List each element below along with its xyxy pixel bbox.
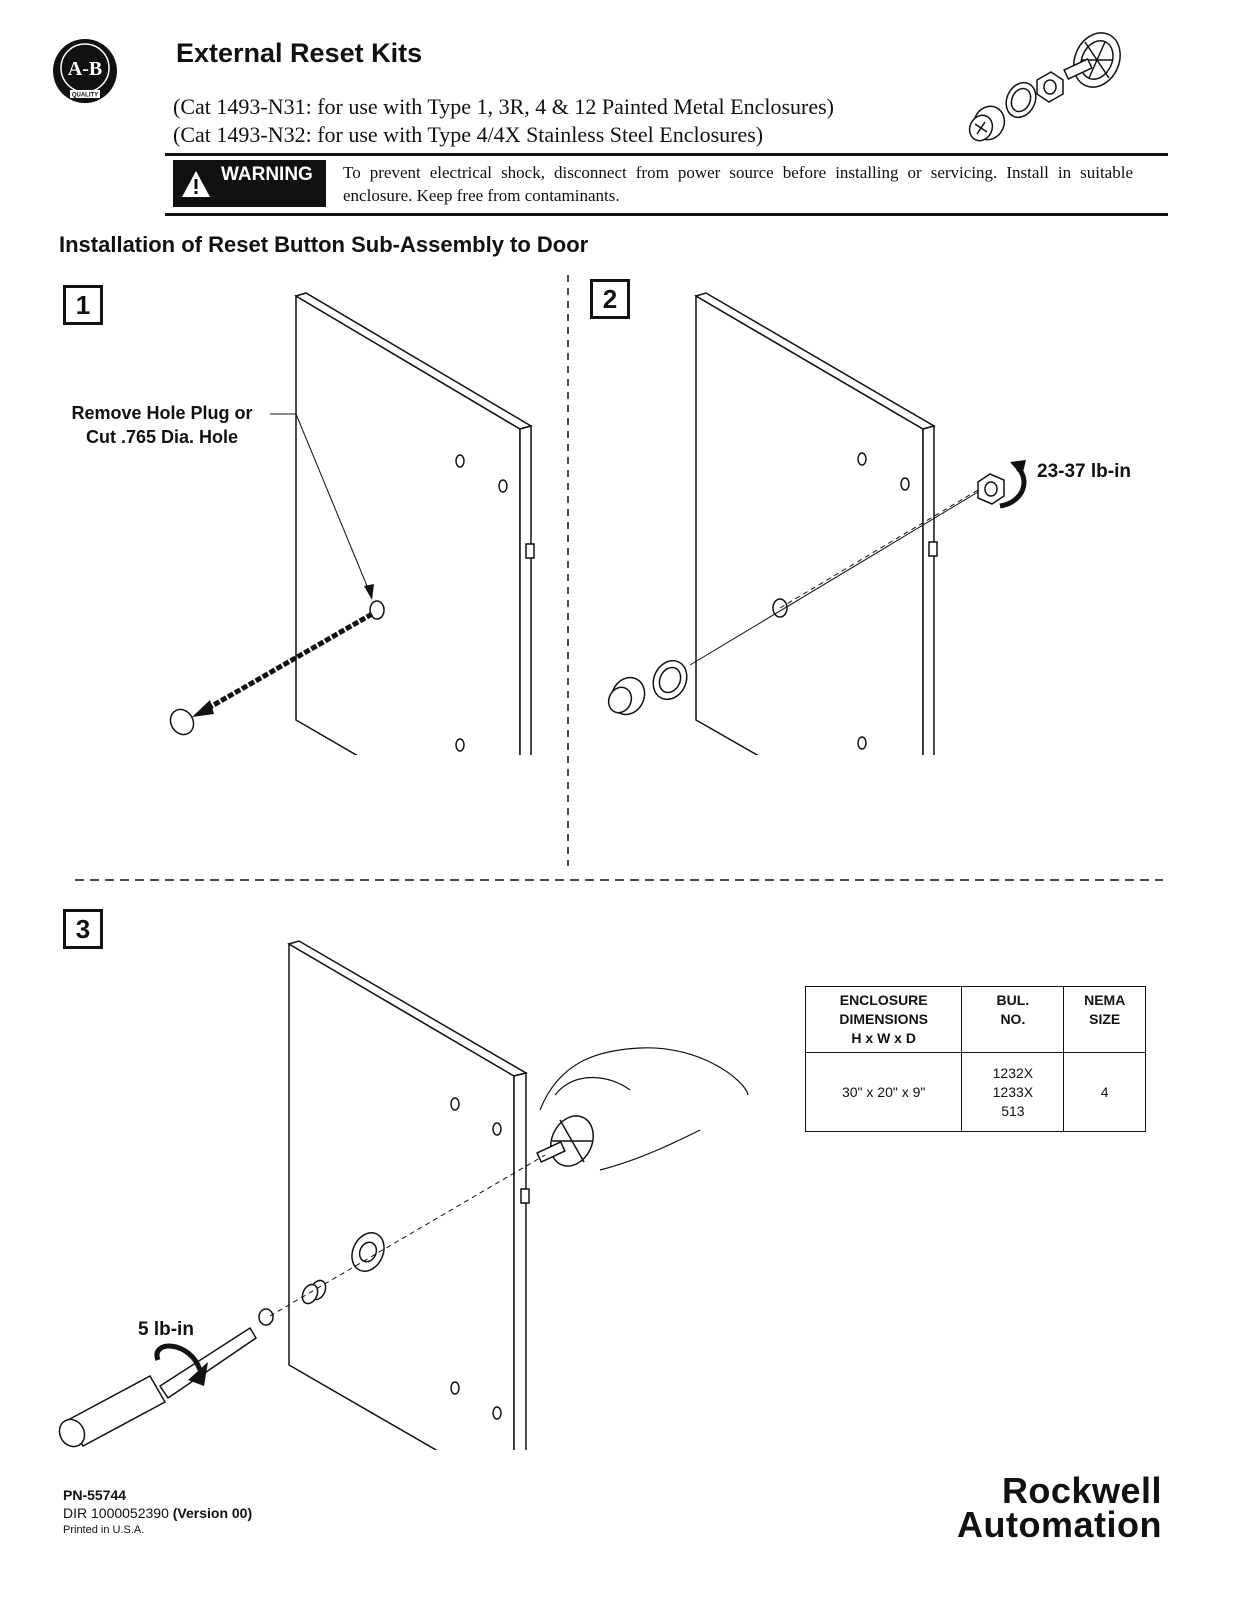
printed-in: Printed in U.S.A.: [63, 1524, 145, 1536]
warning-text: To prevent electrical shock, disconnect …: [343, 163, 1133, 205]
step-2-torque: 23-37 lb-in: [1037, 461, 1131, 482]
step-1-door-illustration: [169, 292, 535, 755]
allen-bradley-logo: A-B QUALITY: [53, 39, 117, 103]
warning-label: WARNING: [221, 164, 313, 185]
cell-dimensions: 30" x 20" x 9": [804, 1052, 963, 1132]
step-1-number: 1: [63, 285, 103, 325]
step-3-torque: 5 lb-in: [138, 1319, 194, 1340]
brand-line-1: Rockwell: [1001, 1470, 1162, 1511]
cat-line-1: (Cat 1493-N31: for use with Type 1, 3R, …: [173, 94, 835, 119]
cell-bul-no: 1232X 1233X 513: [961, 1052, 1065, 1132]
logo-subtext: QUALITY: [72, 93, 98, 99]
header-rule-bottom: [165, 213, 1168, 216]
warning-badge: WARNING: [173, 160, 326, 207]
warning-triangle-icon: [182, 171, 210, 197]
table-header-row: ENCLOSURE DIMENSIONS H x W x D BUL. NO. …: [804, 986, 1146, 1053]
step-1-callout: Remove Hole Plug or Cut .765 Dia. Hole: [55, 401, 269, 449]
step-3-door-illustration: [58, 940, 749, 1450]
part-number: PN-55744: [63, 1487, 127, 1503]
page-title: External Reset Kits: [176, 38, 423, 68]
header-rule-top: [165, 153, 1168, 156]
reset-kit-parts-illustration: [968, 32, 1121, 142]
cell-nema-size: 4: [1063, 1052, 1146, 1132]
step-1-callout-line1: Remove Hole Plug or: [71, 403, 253, 423]
brand-line-2: Automation: [957, 1504, 1162, 1545]
table-row: 30" x 20" x 9" 1232X 1233X 513 4: [804, 1052, 1146, 1132]
section-heading: Installation of Reset Button Sub-Assembl…: [59, 232, 589, 257]
enclosure-spec-table: ENCLOSURE DIMENSIONS H x W x D BUL. NO. …: [804, 986, 1146, 1132]
step-2-door-illustration: [607, 292, 1027, 755]
rockwell-automation-logo: Rockwell Automation: [908, 1470, 1162, 1545]
logo-text: A-B: [68, 58, 102, 80]
step-3-number: 3: [63, 909, 103, 949]
step-1-callout-line2: Cut .765 Dia. Hole: [85, 427, 239, 447]
header-enclosure-dimensions: ENCLOSURE DIMENSIONS H x W x D: [804, 986, 963, 1053]
header-nema-size: NEMA SIZE: [1063, 986, 1146, 1053]
version: (Version 00): [172, 1505, 253, 1521]
dir-number: DIR 1000052390: [63, 1505, 169, 1521]
cat-line-2: (Cat 1493-N32: for use with Type 4/4X St…: [173, 122, 764, 147]
header-bul-no: BUL. NO.: [961, 986, 1065, 1053]
dir-line: DIR 1000052390 (Version 00): [63, 1505, 252, 1521]
step-2-number: 2: [590, 279, 630, 319]
